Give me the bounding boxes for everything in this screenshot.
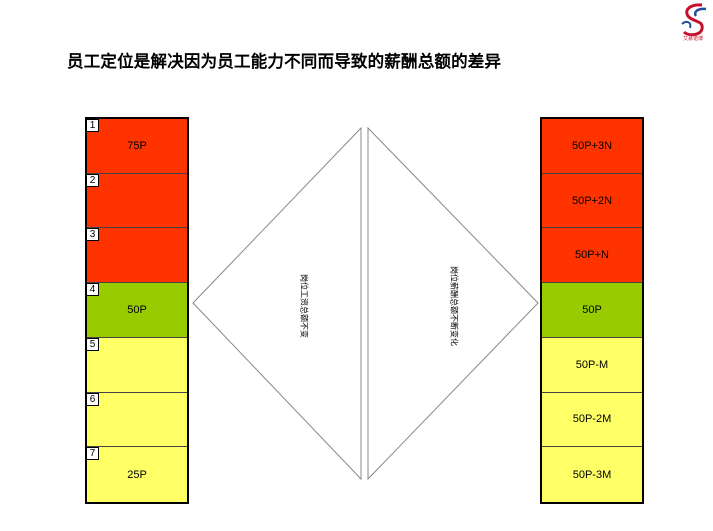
right-cell-label: 50P+2N — [571, 194, 613, 207]
right-cell-7: 50P-3M — [542, 447, 642, 502]
left-cell-2 — [87, 173, 187, 229]
left-diamond — [192, 126, 362, 481]
right-cell-1: 50P+3N — [542, 119, 642, 174]
grade-number-box: 1 — [86, 119, 99, 132]
right-cell-label: 50P-3M — [572, 468, 612, 481]
right-cell-label: 50P-2M — [572, 413, 612, 426]
left-cell-6 — [87, 392, 187, 448]
page-title: 员工定位是解决因为员工能力不同而导致的薪酬总额的差异 — [67, 52, 502, 71]
right-cell-label: 50P+3N — [571, 139, 613, 152]
right-cell-3: 50P+N — [542, 228, 642, 284]
left-cell-label: 50P — [127, 303, 147, 316]
left-cell-3 — [87, 228, 187, 284]
right-diamond-label: 岗位薪酬总额不断变化 — [449, 266, 459, 346]
left-grade-column: 75P 50P 25P — [85, 117, 189, 504]
grade-number-box: 4 — [86, 283, 99, 297]
left-cell-5 — [87, 337, 187, 393]
right-cell-2: 50P+2N — [542, 173, 642, 229]
right-diamond — [367, 126, 539, 481]
logo-text: 艾慕诺博 — [683, 36, 704, 42]
left-cell-4: 50P — [87, 283, 187, 338]
grade-number-box: 7 — [86, 447, 99, 461]
right-cell-label: 50P+N — [575, 249, 609, 262]
left-cell-label: 75P — [127, 139, 147, 152]
left-cell-7: 25P — [87, 447, 187, 502]
left-cell-label: 25P — [127, 468, 147, 481]
right-salary-column: 50P+3N 50P+2N 50P+N 50P 50P-M 50P-2M 50P-3M — [540, 117, 644, 504]
left-cell-1: 75P — [87, 119, 187, 174]
grade-number-box: 2 — [86, 173, 99, 187]
company-logo — [681, 3, 707, 37]
right-cell-4: 50P — [542, 283, 642, 338]
right-cell-label: 50P — [582, 303, 602, 316]
grade-number-box: 3 — [86, 228, 99, 242]
right-cell-5: 50P-M — [542, 337, 642, 393]
grade-number-box: 5 — [86, 337, 99, 351]
right-cell-6: 50P-2M — [542, 392, 642, 448]
left-diamond-label: 岗位工资总额不变 — [299, 274, 309, 338]
grade-number-box: 6 — [86, 392, 99, 406]
right-cell-label: 50P-M — [575, 358, 609, 371]
